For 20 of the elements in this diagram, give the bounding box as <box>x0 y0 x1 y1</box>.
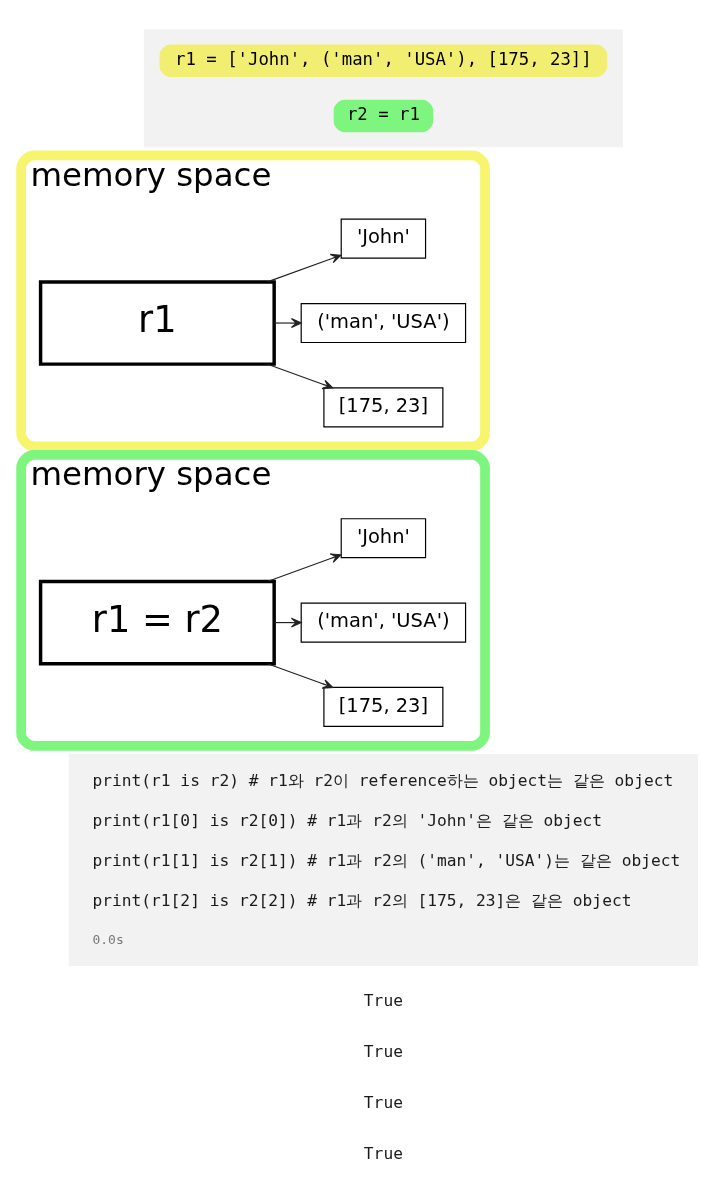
node-box: r1 = ['John', ('man', 'USA'), [175, 23]] <box>159 44 608 77</box>
node-box: 'John' <box>340 517 427 558</box>
arrow <box>267 552 342 582</box>
arrow <box>267 363 334 389</box>
node-box: r1 <box>38 279 276 366</box>
node-box: r2 = r1 <box>333 99 434 132</box>
node-box: r1 = r2 <box>38 579 276 665</box>
arrow <box>267 662 334 689</box>
node-box: ('man', 'USA') <box>300 602 467 643</box>
label: True <box>363 1041 403 1061</box>
arrow <box>267 253 342 282</box>
label: True <box>363 1092 403 1112</box>
arrow <box>273 317 302 328</box>
label: True <box>363 1143 403 1163</box>
cluster <box>143 28 623 147</box>
node-box: [175, 23] <box>323 386 444 427</box>
node-box: [175, 23] <box>323 686 444 727</box>
node-box: ('man', 'USA') <box>300 302 467 343</box>
node-box: 'John' <box>340 218 427 259</box>
label: True <box>363 990 403 1010</box>
